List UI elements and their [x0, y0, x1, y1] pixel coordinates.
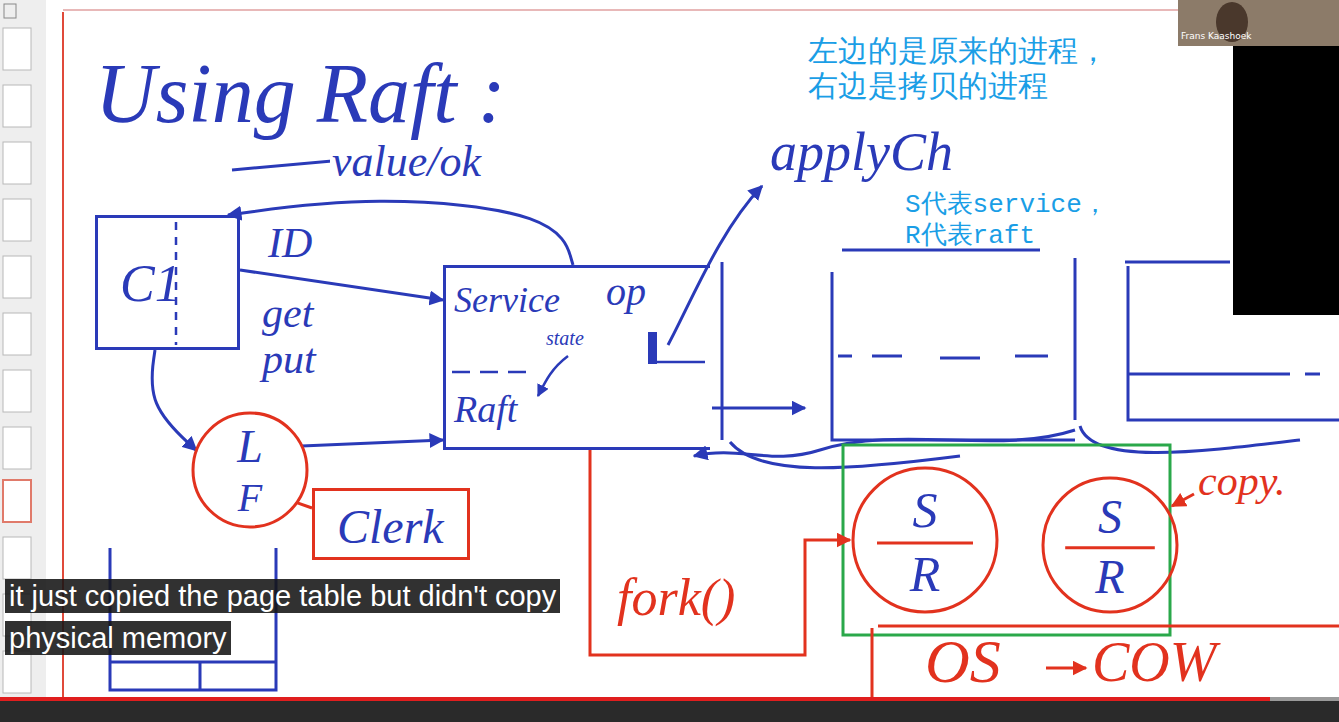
node-text: Service — [454, 282, 560, 318]
slide-title: Using Raft : — [95, 52, 506, 136]
node-text: S — [1040, 493, 1180, 541]
os-label: OS — [925, 630, 1001, 692]
slide-border — [63, 9, 1178, 11]
node-text: S — [850, 485, 1000, 535]
webcam-video — [1178, 0, 1339, 46]
progress-bar — [0, 697, 1270, 701]
node-text: L — [190, 424, 310, 470]
node-text: F — [190, 478, 310, 518]
connector — [590, 450, 850, 655]
replica-outline — [832, 272, 1075, 440]
connector-label: fork() — [615, 572, 737, 624]
annotation-note: 左边的是原来的进程， 右边是拷贝的进程 — [808, 36, 1128, 107]
connector — [297, 503, 312, 508]
channel-label: applyCh — [770, 125, 953, 179]
copy-leader — [1172, 494, 1194, 506]
progress-track — [1270, 697, 1339, 701]
connector-label: value/ok — [330, 140, 483, 184]
service-raft-divider — [452, 371, 526, 374]
replica-outline — [1128, 266, 1339, 420]
thumbnail — [3, 651, 31, 693]
client-box: C1 — [95, 215, 240, 350]
annotation-note: S代表service， R代表raft — [905, 190, 1120, 251]
clerk-sketch — [110, 548, 276, 690]
thumbnail — [3, 256, 31, 298]
player-controls — [0, 701, 1339, 722]
thumbnail — [3, 537, 31, 579]
webcam-panel — [1233, 46, 1339, 315]
sidebar — [0, 0, 46, 722]
rpc-label: get — [262, 292, 313, 334]
replica-divider — [1128, 373, 1320, 376]
log-marker — [648, 332, 657, 364]
replica-outline — [1074, 258, 1077, 420]
subtitle-box: it just copied the page table but didn't… — [5, 575, 630, 659]
sidebar-icon — [4, 4, 16, 18]
layer-divider — [1065, 546, 1155, 549]
connector — [302, 440, 443, 446]
connector — [228, 201, 573, 265]
replica-arrow — [712, 407, 805, 410]
node-text: C1 — [120, 258, 181, 310]
rpc-label: ID — [268, 222, 312, 264]
thumbnail — [3, 142, 31, 184]
node-text: state — [546, 328, 584, 348]
node-text: op — [606, 272, 646, 312]
cow-label: COW — [1092, 634, 1216, 690]
clerk-box: Clerk — [312, 488, 470, 560]
raft-rpc-curve — [1080, 426, 1300, 453]
cow-arrow — [1046, 667, 1086, 670]
copy-label: copy. — [1198, 460, 1285, 502]
thumbnail-current — [3, 480, 31, 522]
thumbnail — [3, 28, 31, 70]
replica-outline — [1125, 261, 1230, 264]
node-text: Raft — [454, 390, 517, 428]
leader-follower-circle: LF — [190, 410, 310, 530]
thumbnail — [3, 370, 31, 412]
node-text: R — [850, 549, 1000, 599]
rpc-label: put — [262, 338, 316, 380]
service-raft-divider — [652, 361, 705, 364]
server-box: Service op stateRaft — [443, 265, 710, 450]
state-arrow — [538, 356, 568, 396]
subtitle-text: it just copied the page table but didn't… — [5, 579, 560, 655]
replica-outline — [721, 262, 724, 440]
connector — [152, 350, 196, 451]
thumbnail — [3, 427, 31, 469]
node-text: Clerk — [337, 503, 444, 551]
speaker-name: Frans Kaashoek — [1181, 32, 1251, 41]
layer-divider — [877, 542, 973, 545]
thumbnail — [3, 199, 31, 241]
replica-servers — [694, 250, 1339, 468]
raft-rpc-curve — [694, 430, 1075, 456]
node-text: R — [1040, 553, 1180, 601]
thumbnail — [3, 313, 31, 355]
thumbnail — [3, 85, 31, 127]
process-circle: SR — [1040, 475, 1180, 615]
process-circle: SR — [850, 465, 1000, 615]
replica-divider — [838, 356, 1048, 358]
os-bracket — [872, 626, 1339, 705]
